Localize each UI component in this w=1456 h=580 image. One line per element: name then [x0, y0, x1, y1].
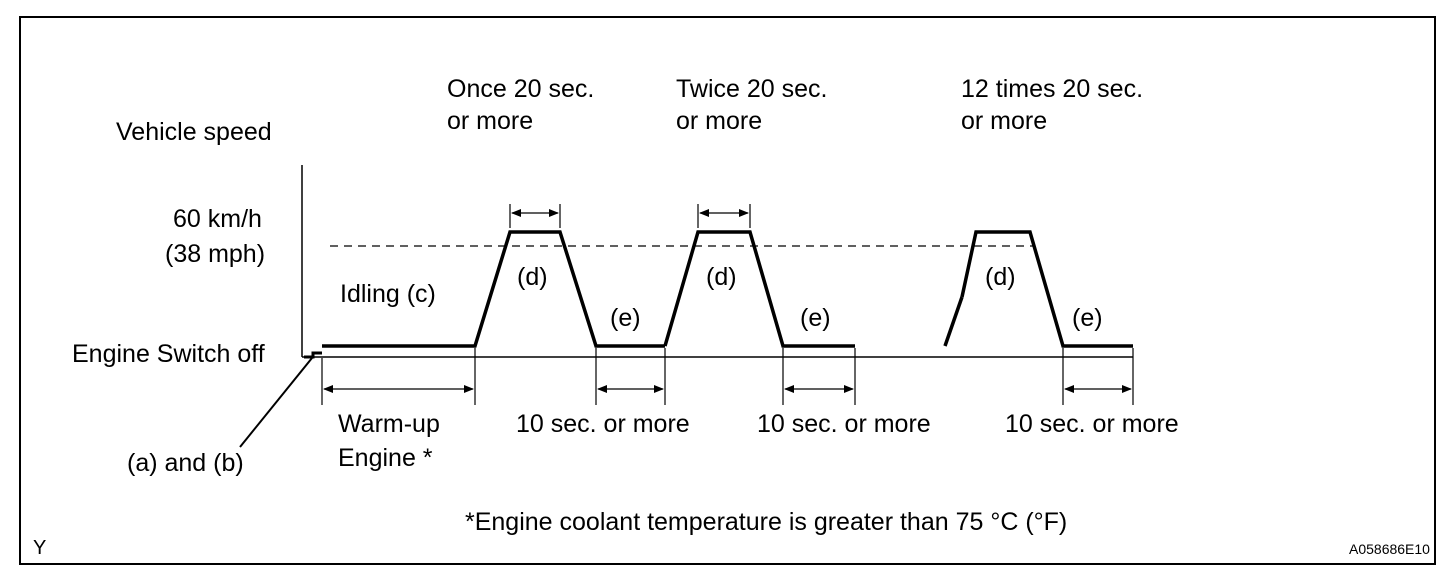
- cycle-2-top-line2: or more: [676, 107, 762, 135]
- cycle-3-top-line2: or more: [961, 107, 1047, 135]
- switch-off-step: [304, 351, 322, 359]
- speed-profile-segment-3: [960, 230, 1133, 348]
- cycle-1-e-label: (e): [610, 304, 641, 332]
- cycle-2-bottom-label: 10 sec. or more: [757, 410, 931, 438]
- figure-code: A058686E10: [1349, 541, 1430, 557]
- cycle-2-top-line1: Twice 20 sec.: [676, 75, 827, 103]
- speed-profile-segment-2: [663, 230, 855, 348]
- cycle-2-e-label: (e): [800, 304, 831, 332]
- engine-switch-off-label: Engine Switch off: [72, 340, 265, 368]
- corner-left-code: Y: [33, 537, 46, 559]
- a-and-b-label: (a) and (b): [127, 449, 244, 477]
- speed-kmh-label: 60 km/h: [173, 205, 262, 233]
- cycle-1-top-line2: or more: [447, 107, 533, 135]
- idling-label: Idling (c): [340, 280, 436, 308]
- cycle-1-bottom-label: 10 sec. or more: [516, 410, 690, 438]
- coolant-footnote: *Engine coolant temperature is greater t…: [465, 508, 1067, 536]
- cycle-3-top-line1: 12 times 20 sec.: [961, 75, 1143, 103]
- speed-mph-label: (38 mph): [165, 240, 265, 268]
- speed-profile-gap-ramp: [943, 296, 964, 347]
- cycle-1-d-label: (d): [517, 263, 548, 291]
- outer-border: [19, 16, 1436, 565]
- warmup-label-line2: Engine *: [338, 444, 433, 472]
- cycle-3-e-label: (e): [1072, 304, 1103, 332]
- warmup-label-line1: Warm-up: [338, 410, 440, 438]
- cycle-2-d-label: (d): [706, 263, 737, 291]
- cycle-3-bottom-label: 10 sec. or more: [1005, 410, 1179, 438]
- cycle-3-d-label: (d): [985, 263, 1016, 291]
- a-and-b-leader: [239, 357, 313, 448]
- speed-profile-segment-1: [322, 230, 665, 348]
- cycle-1-top-line1: Once 20 sec.: [447, 75, 594, 103]
- vehicle-speed-label: Vehicle speed: [116, 118, 272, 146]
